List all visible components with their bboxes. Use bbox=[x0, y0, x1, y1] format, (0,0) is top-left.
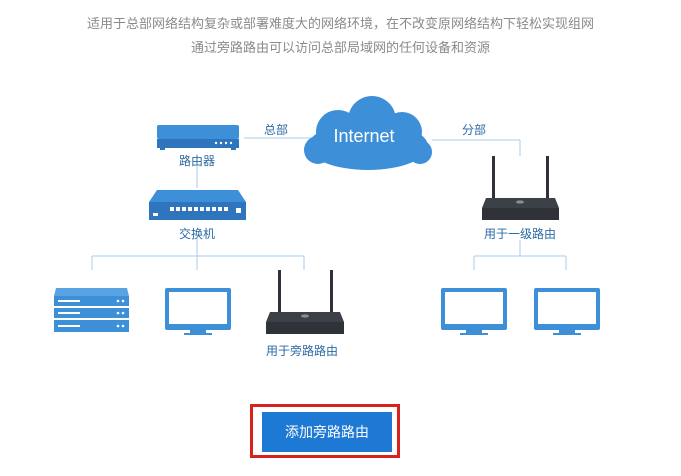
internet-cloud-icon bbox=[304, 96, 432, 170]
branch-monitor-icon bbox=[441, 288, 507, 335]
hq-label: 总部 bbox=[264, 123, 289, 137]
highlight-frame bbox=[250, 404, 400, 458]
description-line-1: 适用于总部网络结构复杂或部署难度大的网络环境，在不改变原网络结构下轻松实现组网 bbox=[86, 17, 594, 32]
server-stack-icon bbox=[54, 288, 129, 332]
branch-monitor-icon bbox=[534, 288, 600, 335]
switch-icon bbox=[149, 190, 246, 220]
branch-label: 分部 bbox=[462, 123, 487, 137]
internet-label: Internet bbox=[333, 126, 395, 146]
level1-router-label: 用于一级路由 bbox=[483, 227, 557, 241]
add-bypass-router-button[interactable]: 添加旁路路由 bbox=[262, 412, 392, 452]
router-label: 路由器 bbox=[178, 154, 216, 168]
bypass-router-icon bbox=[266, 270, 344, 334]
bypass-router-label: 用于旁路路由 bbox=[265, 344, 339, 358]
monitor-icon bbox=[165, 288, 231, 335]
switch-label: 交换机 bbox=[178, 227, 216, 241]
connection-lines bbox=[91, 137, 567, 270]
router-icon bbox=[157, 125, 239, 150]
level1-router-icon bbox=[482, 156, 559, 220]
description-line-2: 通过旁路路由可以访问总部局域网的任何设备和资源 bbox=[190, 41, 490, 56]
